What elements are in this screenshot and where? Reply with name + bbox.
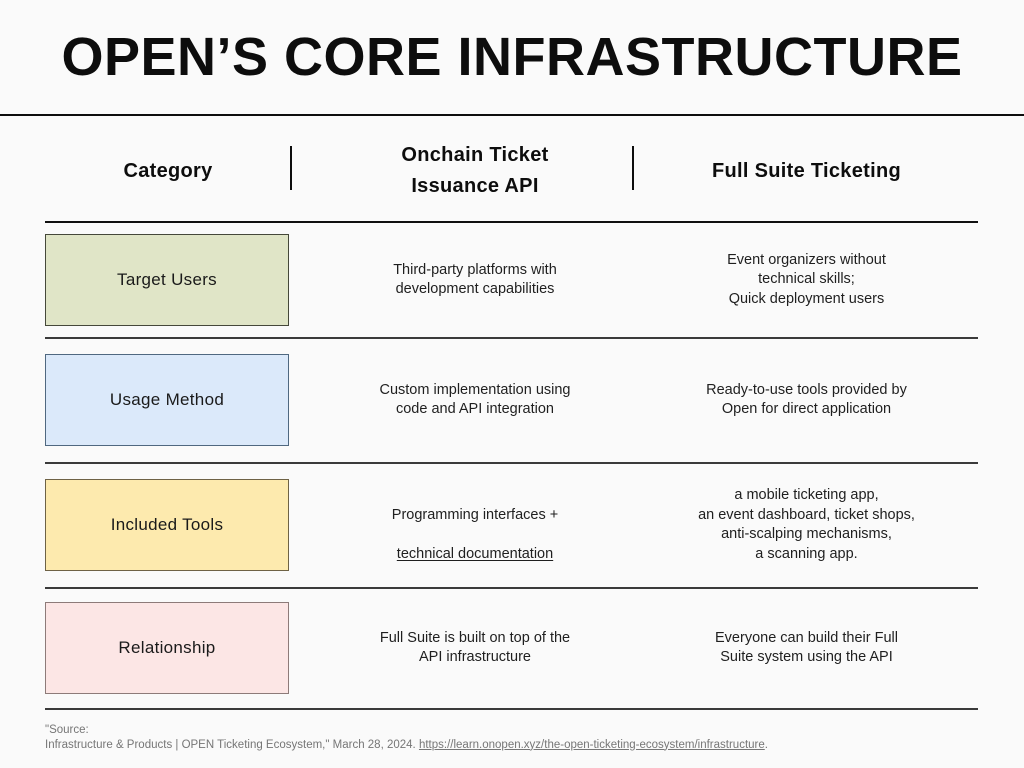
table-row-included-tools: Included Tools Programming interfaces + … bbox=[0, 463, 1024, 587]
cell-included-tools-suite: a mobile ticketing app, an event dashboa… bbox=[698, 487, 915, 562]
category-box-relationship: Relationship bbox=[45, 602, 289, 694]
cell-usage-method-api: Custom implementation using code and API… bbox=[379, 381, 571, 418]
header-divider-1 bbox=[290, 146, 292, 190]
row-divider-3 bbox=[45, 587, 978, 589]
source-text: Infrastructure & Products | OPEN Ticketi… bbox=[45, 738, 419, 751]
cell-target-users-api: Third-party platforms with development c… bbox=[393, 261, 557, 298]
category-cell: Relationship bbox=[45, 588, 289, 708]
category-box-target-users: Target Users bbox=[45, 234, 289, 326]
cell-usage-method-suite: Ready-to-use tools provided by Open for … bbox=[706, 381, 907, 418]
category-box-usage-method: Usage Method bbox=[45, 354, 289, 446]
table-row-usage-method: Usage Method Custom implementation using… bbox=[0, 338, 1024, 462]
source-citation: "Source: Infrastructure & Products | OPE… bbox=[45, 723, 995, 752]
header-category: Category bbox=[123, 159, 213, 182]
category-cell: Usage Method bbox=[45, 338, 289, 462]
source-period: . bbox=[764, 738, 768, 751]
header-underline bbox=[45, 221, 978, 223]
cell-relationship-suite: Everyone can build their Full Suite syst… bbox=[715, 629, 898, 666]
page-title: OPEN’S CORE INFRASTRUCTURE bbox=[61, 27, 963, 87]
row-divider-1 bbox=[45, 337, 978, 339]
cell-relationship-api: Full Suite is built on top of the API in… bbox=[379, 629, 571, 666]
source-url-link[interactable]: https://learn.onopen.xyz/the-open-ticket… bbox=[418, 738, 765, 751]
category-box-included-tools: Included Tools bbox=[45, 479, 289, 571]
table-row-target-users: Target Users Third-party platforms with … bbox=[0, 223, 1024, 337]
title-divider bbox=[0, 114, 1024, 116]
header-full-suite-column: Full Suite Ticketing bbox=[712, 159, 901, 182]
category-cell: Included Tools bbox=[45, 463, 289, 587]
source-line-1: "Source: bbox=[45, 724, 89, 736]
header-divider-2 bbox=[632, 146, 634, 190]
cell-target-users-suite: Event organizers without technical skill… bbox=[727, 251, 886, 307]
included-tools-api-text: Programming interfaces + bbox=[391, 506, 559, 523]
cell-included-tools-api: Programming interfaces + technical docum… bbox=[303, 463, 647, 587]
table-row-relationship: Relationship Full Suite is built on top … bbox=[0, 588, 1024, 708]
footer-divider bbox=[45, 708, 978, 710]
category-cell: Target Users bbox=[45, 223, 289, 337]
row-divider-2 bbox=[45, 462, 978, 464]
header-onchain-api-column: Onchain Ticket Issuance API bbox=[401, 144, 549, 197]
technical-documentation-link[interactable]: technical documentation bbox=[396, 545, 554, 562]
source-line-2: Infrastructure & Products | OPEN Ticketi… bbox=[45, 738, 995, 753]
